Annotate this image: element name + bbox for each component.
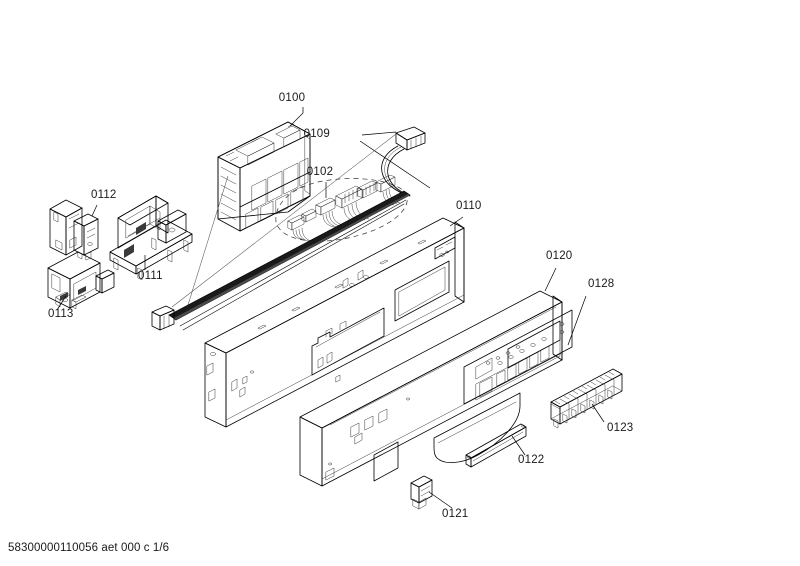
- label-0121: 0121: [442, 508, 468, 520]
- part-0111-switch-bracket: [109, 195, 193, 281]
- leader-0109-cable: [359, 140, 431, 189]
- label-0100: 0100: [279, 92, 305, 104]
- part-0122-trim-strip: [465, 423, 527, 468]
- leader-0112: [91, 204, 98, 217]
- label-0122: 0122: [518, 454, 544, 466]
- label-0102: 0102: [307, 166, 333, 178]
- part-0128-overlay-plate: [463, 309, 573, 405]
- leader-0122: [511, 435, 526, 456]
- part-0113-door-lock: [47, 251, 115, 310]
- leader-0109-to-endcap: [171, 133, 397, 308]
- leader-0128: [567, 295, 587, 346]
- part-0109-wiring-harness: [151, 126, 426, 331]
- connector-cluster-1: [287, 214, 312, 242]
- leader-0100-to-panel: [187, 175, 229, 306]
- label-0110: 0110: [456, 200, 482, 212]
- part-0123-key-strip: [550, 368, 623, 429]
- leader-0121: [428, 491, 453, 509]
- part-0100-control-module: [217, 121, 311, 232]
- connector-cluster-4: [357, 180, 378, 199]
- label-0120: 0120: [546, 250, 572, 262]
- label-0112: 0112: [91, 189, 117, 201]
- label-0113: 0113: [48, 308, 74, 320]
- leader-0120: [544, 267, 557, 292]
- label-0128: 0128: [588, 278, 614, 290]
- part-0112-micro-switch: [73, 213, 99, 261]
- leader-0113: [56, 295, 67, 311]
- part-0113-cover-bracket: [49, 199, 83, 256]
- leader-0123: [591, 403, 605, 423]
- footer-document-code: 58300000110056 aet 000 c 1/6: [8, 542, 169, 554]
- cable-run-shadow: [174, 194, 410, 320]
- label-0111: 0111: [138, 270, 163, 282]
- part-0121-end-cap: [410, 475, 433, 510]
- connector-cluster-2: [315, 197, 344, 228]
- leader-0100: [289, 107, 304, 127]
- cable-run-main: [168, 190, 411, 321]
- leader-0109-plug: [361, 131, 397, 136]
- part-0110-inner-panel: [204, 217, 465, 428]
- label-0123: 0123: [607, 422, 633, 434]
- label-0109: 0109: [304, 128, 330, 140]
- leader-0110: [449, 216, 464, 227]
